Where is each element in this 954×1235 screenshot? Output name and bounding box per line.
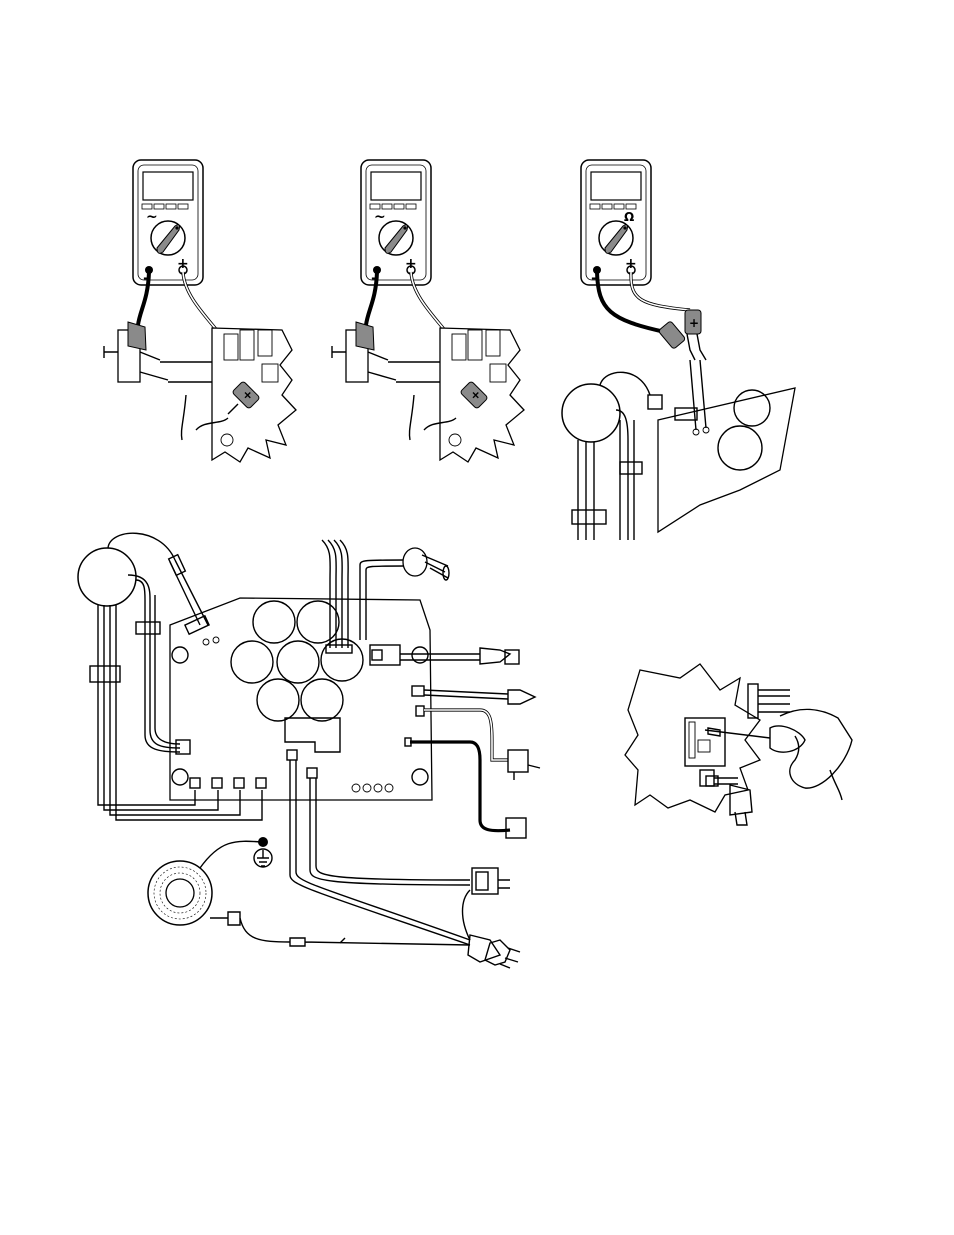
sensor-removal-detail — [625, 664, 852, 825]
meter-3-red-probe: + — [685, 310, 701, 334]
board-fragment-3 — [658, 388, 795, 532]
meter-3-positive-label: + — [625, 256, 637, 272]
meter-2-assembly: – + ~ + — [332, 160, 524, 462]
potentiometer-knob — [403, 548, 427, 576]
meter-3-black-probe — [658, 321, 686, 350]
meter-3-mode-symbol: Ω — [624, 210, 634, 224]
toggle-switch-3 — [508, 750, 528, 772]
meter-2-mode-symbol: ~ — [374, 209, 386, 225]
meter-1-mode-symbol: ~ — [146, 209, 158, 225]
wiring-diagram — [78, 533, 540, 968]
meter-1-positive-label: + — [177, 256, 189, 272]
fan-motor-1 — [562, 384, 620, 442]
meter-3-probe-plus: + — [689, 316, 699, 330]
meter-1-assembly: – + ~ + — [104, 160, 296, 462]
meter-1-black-probe — [128, 322, 146, 350]
fan-motor-2 — [78, 548, 136, 606]
toggle-switch-4 — [506, 818, 526, 838]
board-fragment-4 — [625, 664, 760, 812]
power-plug — [468, 935, 500, 962]
meter-2-positive-label: + — [405, 256, 417, 272]
meter-2-black-probe — [356, 322, 374, 350]
meter-3-assembly: – + Ω + — [562, 160, 795, 540]
temperature-sensor-2 — [508, 690, 535, 704]
